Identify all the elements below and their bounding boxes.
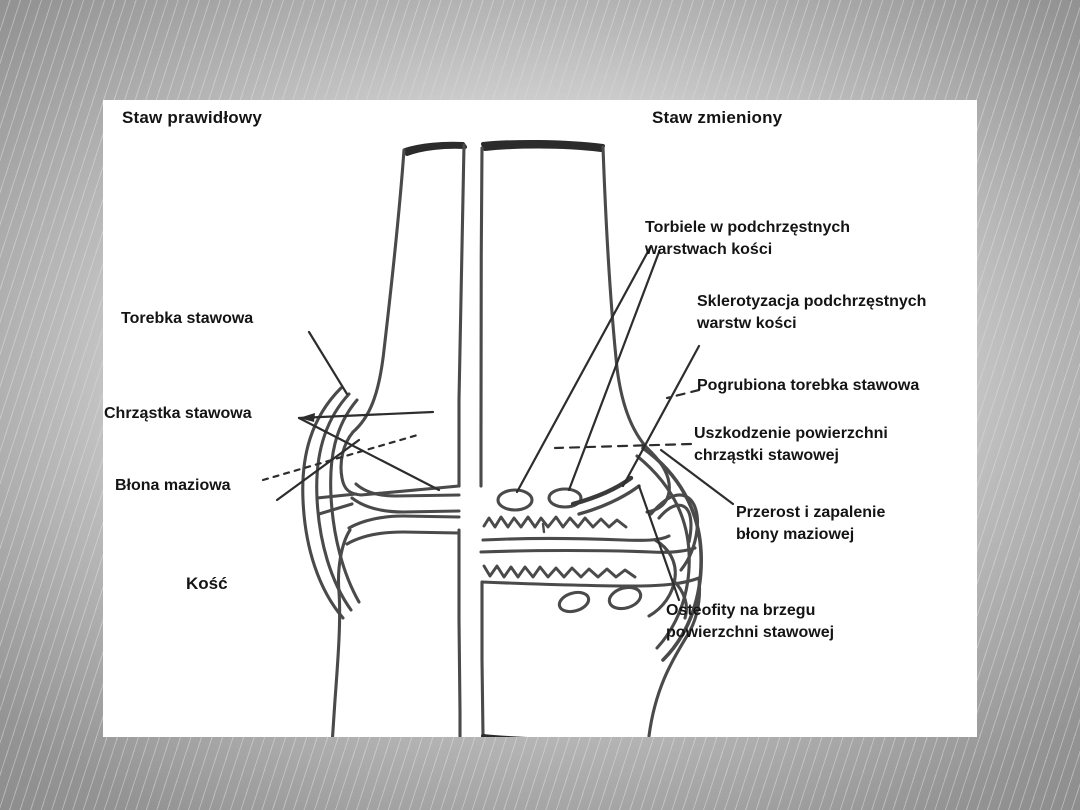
- label-osteofity-line1: Osteofity na brzegu: [666, 602, 816, 619]
- label-uszkodzenie-line2: chrząstki stawowej: [694, 446, 839, 464]
- label-blona-maziowa: Błona maziowa: [115, 477, 231, 494]
- label-uszkodzenie: Uszkodzenie powierzchni chrząstki stawow…: [694, 423, 888, 466]
- upper-bone-left-outline: [351, 148, 406, 434]
- leader-lines: [261, 244, 735, 602]
- upper-bone-cap-right: [481, 139, 605, 152]
- figure-panel: Staw prawidłowy Staw zmieniony Torebka s…: [103, 100, 977, 737]
- leader-osteofity: [637, 484, 681, 602]
- cyst-lower-1: [557, 590, 591, 614]
- heading-normal-joint: Staw prawidłowy: [122, 108, 262, 127]
- inflamed-synovium-right: [647, 538, 677, 618]
- cartilage-damage-upper: [482, 515, 628, 529]
- joint-space-lower-left: [317, 502, 354, 516]
- leader-kosc: [261, 432, 423, 482]
- label-sklerotyzacja-line2: warstw kości: [697, 314, 797, 332]
- cartilage-upper-left-inner: [350, 496, 461, 514]
- thickened-capsule-right-inner: [635, 454, 691, 650]
- lower-bone-base-right: [481, 734, 528, 737]
- leader-blona-maziowa: [275, 438, 361, 502]
- lower-bone-right-outline-right: [647, 576, 702, 737]
- joint-space-upper-left: [315, 492, 358, 500]
- label-torbiele: Torbiele w podchrzęstnych warstwach kośc…: [645, 217, 850, 260]
- cartilage-lower-left-inner: [345, 530, 461, 546]
- leader-chrzastka-1: [297, 410, 435, 420]
- label-kosc: Kość: [186, 574, 228, 593]
- cartilage-lower-left: [347, 514, 461, 530]
- label-przerost-line2: błony maziowej: [736, 525, 855, 543]
- leader-chrzastka-arrowhead: [299, 413, 315, 422]
- label-osteofity: Osteofity na brzegu powierzchni stawowej: [666, 600, 834, 643]
- cyst-lower-2: [607, 585, 643, 611]
- osteophyte-spur: [649, 493, 700, 572]
- cyst-upper-mark: [541, 522, 546, 534]
- sclerotic-plate-upper-2: [577, 484, 641, 516]
- upper-bone-cap-left: [403, 141, 467, 156]
- leader-uszkodzenie: [553, 442, 693, 450]
- lower-bone-left-outline-right: [480, 580, 485, 737]
- label-torebka-stawowa: Torebka stawowa: [121, 310, 254, 327]
- cartilage-damage-lower-base: [480, 576, 701, 588]
- joint-diagram: [261, 139, 735, 737]
- label-przerost: Przerost i zapalenie błony maziowej: [736, 502, 885, 545]
- cyst-upper-1: [496, 488, 534, 512]
- joint-line-right: [479, 546, 697, 554]
- lower-bone-right-outline: [457, 528, 462, 737]
- upper-bone-left-outline-right: [479, 146, 484, 488]
- cyst-upper-2: [547, 487, 583, 509]
- osteophyte-spur-inner: [657, 503, 693, 544]
- label-torbiele-line1: Torbiele w podchrzęstnych: [645, 219, 851, 236]
- label-osteofity-line2: powierzchni stawowej: [666, 623, 835, 641]
- leader-przerost: [659, 448, 735, 506]
- label-sklerotyzacja-line1: Sklerotyzacja podchrzęstnych: [697, 293, 927, 310]
- leader-torbiele-1: [515, 244, 653, 494]
- sclerotic-plate-upper: [570, 475, 634, 507]
- heading-changed-joint: Staw zmieniony: [652, 108, 783, 127]
- upper-bone-right-outline: [457, 143, 466, 488]
- diagram-strokes: [301, 139, 703, 737]
- label-przerost-line1: Przerost i zapalenie: [736, 504, 886, 521]
- label-chrzastka-stawowa: Chrząstka stawowa: [104, 405, 252, 422]
- cartilage-upper-left: [354, 482, 461, 498]
- leader-torebka-stawowa: [307, 330, 349, 396]
- label-pogrubiona-torebka: Pogrubiona torebka stawowa: [697, 377, 920, 394]
- leader-pogrubiona-torebka: [665, 388, 701, 400]
- leader-torbiele-2: [567, 250, 661, 492]
- label-torbiele-line2: warstwach kości: [645, 240, 773, 258]
- label-sklerotyzacja: Sklerotyzacja podchrzęstnych warstw kośc…: [697, 291, 926, 334]
- cartilage-damage-upper-base: [481, 534, 671, 542]
- upper-bone-right-outline-right: [601, 145, 653, 454]
- label-uszkodzenie-line1: Uszkodzenie powierzchni: [694, 425, 888, 442]
- leader-chrzastka-2: [297, 416, 441, 492]
- thickened-capsule-right: [641, 446, 703, 662]
- cartilage-damage-lower: [482, 564, 637, 579]
- leader-sklerotyzacja: [621, 344, 701, 488]
- lower-bone-left-outline: [330, 528, 352, 737]
